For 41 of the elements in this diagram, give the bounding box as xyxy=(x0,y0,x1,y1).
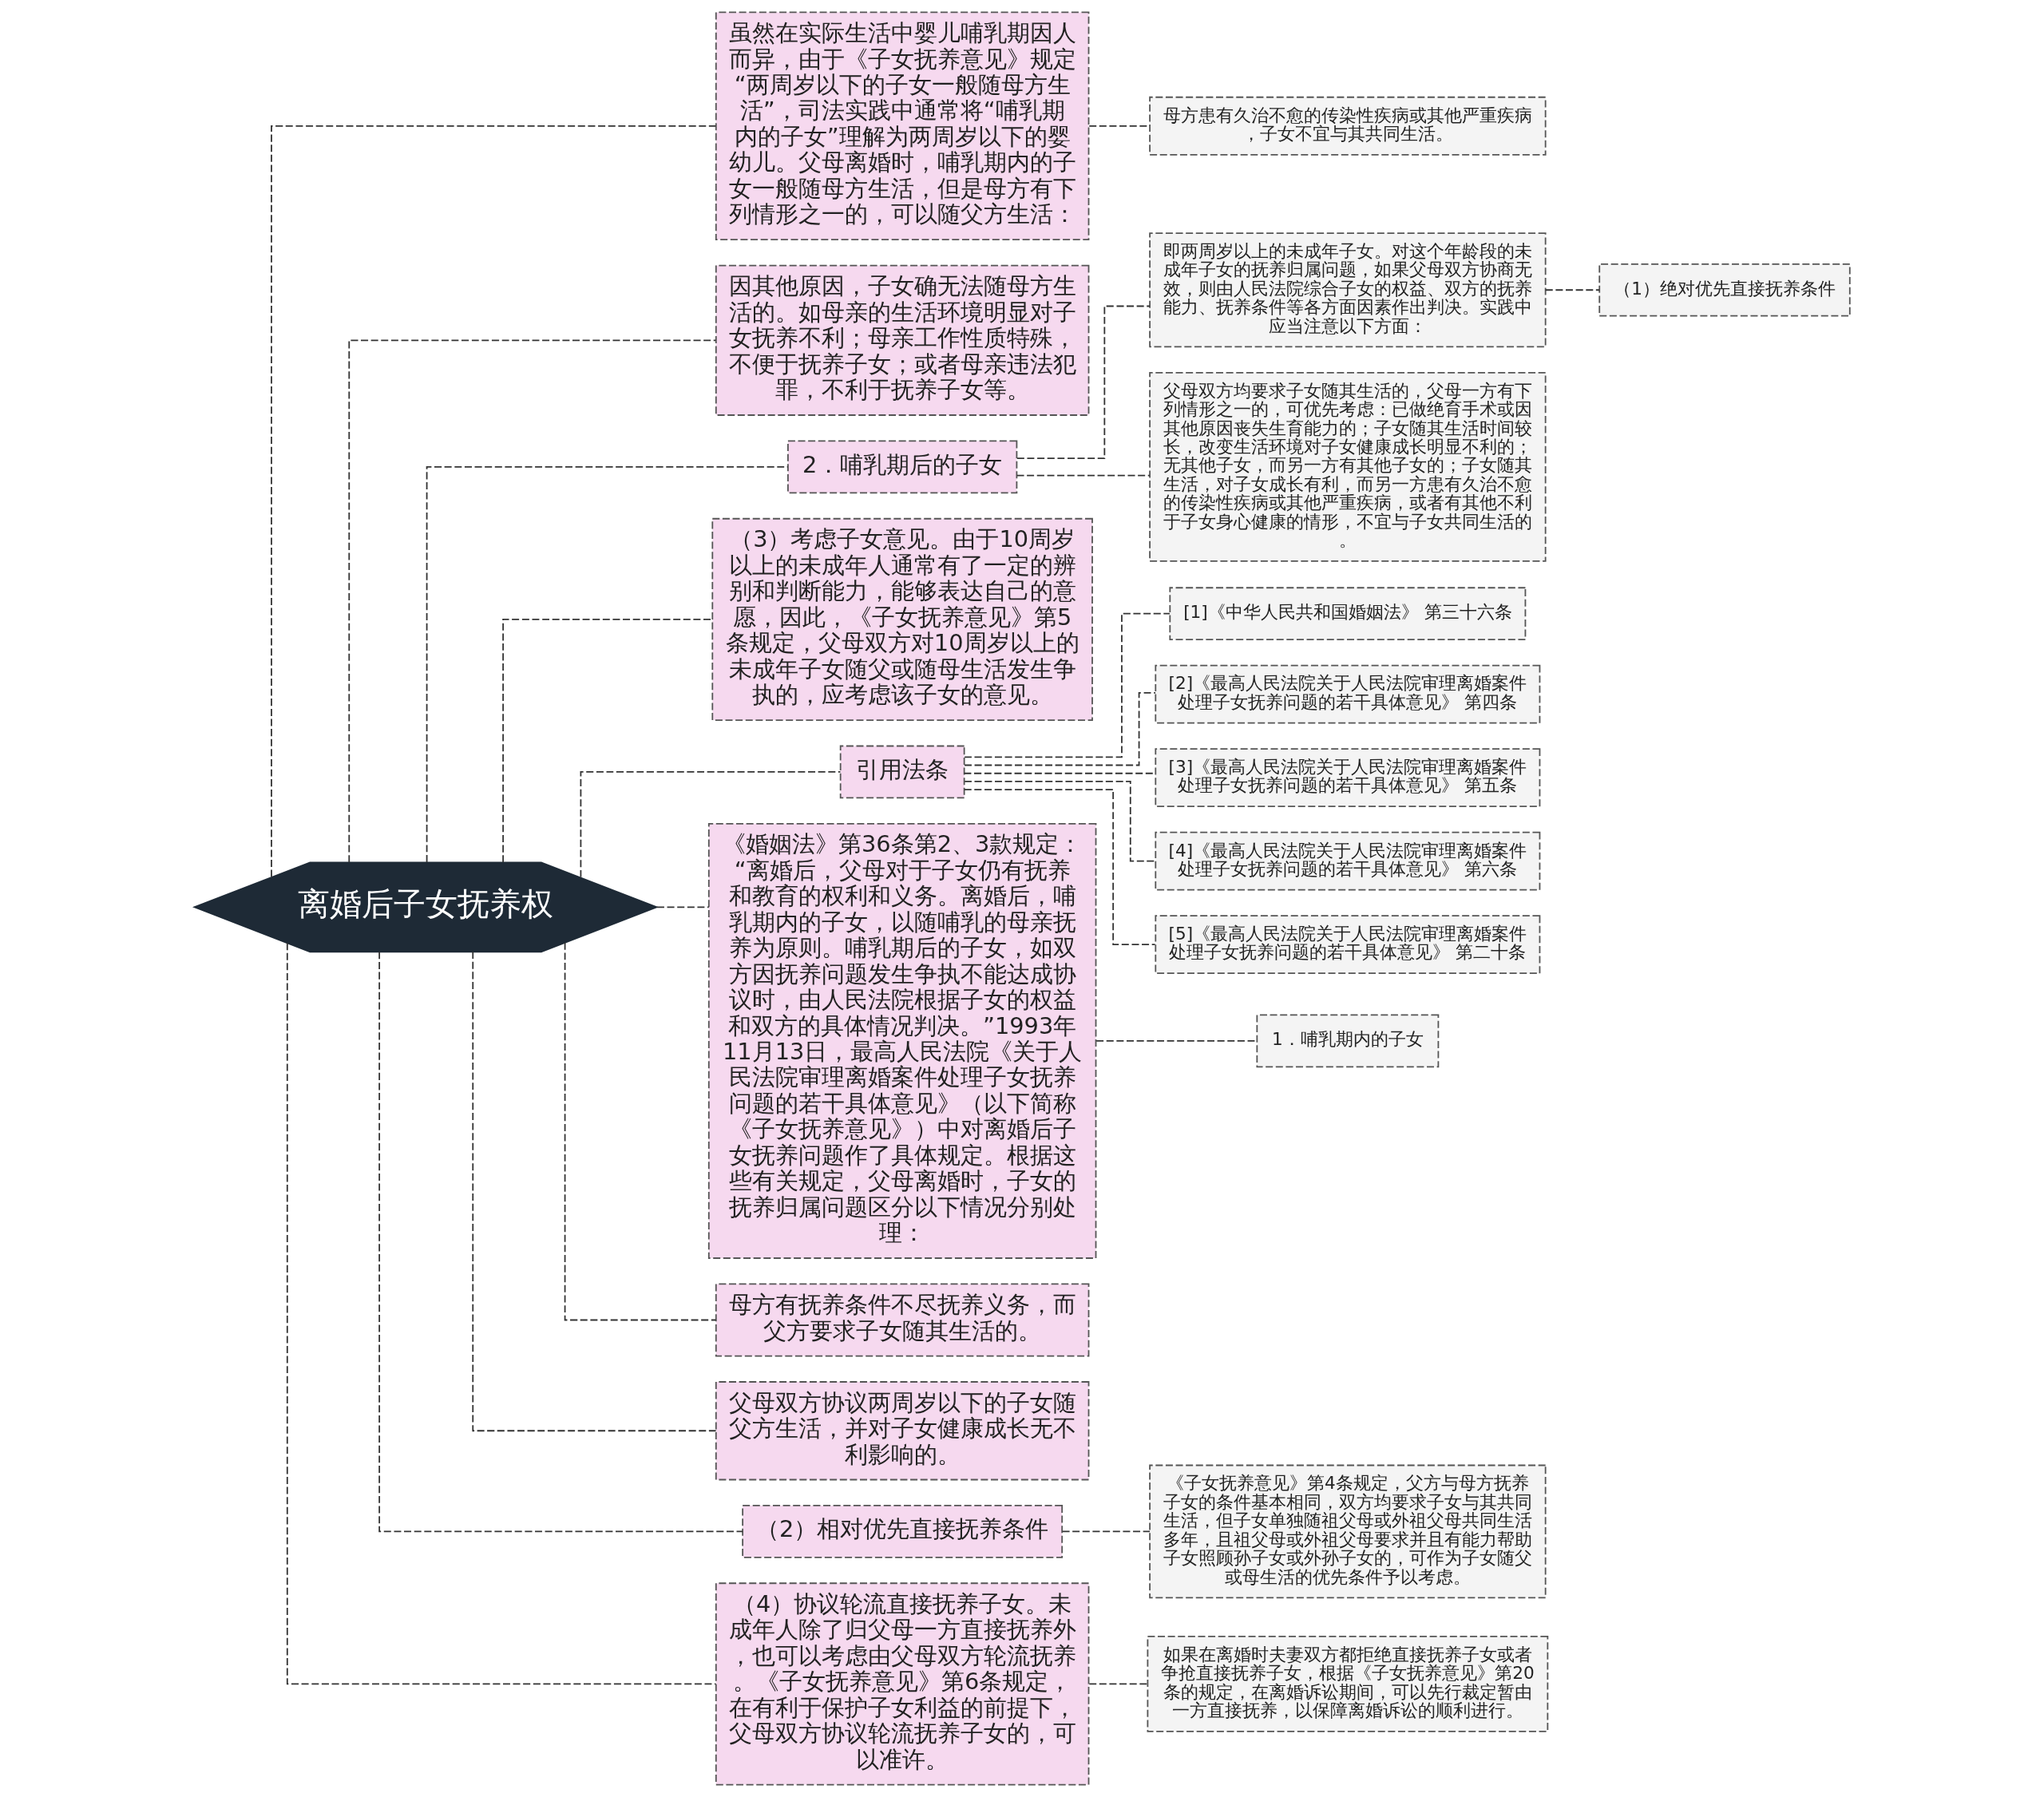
connector xyxy=(472,951,717,1432)
node-box: （4）协议轮流直接抚养子女。未成年人除了归父母一方直接抚养外，也可以考虑由父母双方轮流抚养。《子女抚养意见》第6条规定，在有利于保护子女利益的前提下，父母双方协议轮流抚养子女的，可以准许。 xyxy=(715,1582,1090,1786)
node-box: 引用法条 xyxy=(839,745,965,799)
connector xyxy=(271,125,717,878)
connector xyxy=(964,612,1171,758)
node-box: [2]《最高人民法院关于人民法院审理离婚案件处理子女抚养问题的若干具体意见》 第四条 xyxy=(1155,664,1541,724)
connector xyxy=(502,619,713,863)
connector xyxy=(964,789,1156,946)
connector xyxy=(964,691,1156,766)
connector xyxy=(1544,289,1601,291)
node-box: [4]《最高人民法院关于人民法院审理离婚案件处理子女抚养问题的若干具体意见》 第六条 xyxy=(1155,831,1541,891)
connector xyxy=(964,781,1156,862)
connector xyxy=(1016,474,1151,477)
node-box: 父母双方均要求子女随其生活的，父母一方有下列情形之一的，可优先考虑：已做绝育手术或因其他原因丧失生育能力的；子女随其生活时间较长，改变生活环境对子女健康成长明显不利的；无其他子女，而另一方有其他子女的；子女随其生活，对子女成长有利，而另一方患有久治不愈的传染性疾病或其他严重疾病，或者有其他不利于子女身心健康的情形，不宜与子女共同生活的。 xyxy=(1149,371,1547,562)
node-box: 父母双方协议两周岁以下的子女随父方生活，并对子女健康成长无不利影响的。 xyxy=(715,1381,1090,1481)
node-box: 虽然在实际生活中婴儿哺乳期因人而异，由于《子女抚养意见》规定“两周岁以下的子女一般随母方生活”，司法实践中通常将“哺乳期内的子女”理解为两周岁以下的婴幼儿。父母离婚时，哺乳期内的子女一般随母方生活，但是母方有下列情形之一的，可以随父方生活： xyxy=(715,11,1090,241)
connector xyxy=(378,951,743,1533)
node-box: 母方有抚养条件不尽抚养义务，而父方要求子女随其生活的。 xyxy=(715,1283,1090,1357)
connector xyxy=(426,466,789,863)
node-box: 2．哺乳期后的子女 xyxy=(787,440,1018,494)
node-box: （3）考虑子女意见。由于10周岁以上的未成年人通常有了一定的辨别和判断能力，能够表达自己的意愿，因此，《子女抚养意见》第5条规定，父母双方对10周岁以上的未成年子女随父或随母生活发生争执的，应考虑该子女的意见。 xyxy=(711,517,1093,721)
node-box: [3]《最高人民法院关于人民法院审理离婚案件处理子女抚养问题的若干具体意见》 第五条 xyxy=(1155,748,1541,808)
node-box: 因其他原因，子女确无法随母方生活的。如母亲的生活环境明显对子女抚养不利；母亲工作性质特殊，不便于抚养子女；或者母亲违法犯罪，不利于抚养子女等。 xyxy=(715,264,1090,416)
connector xyxy=(564,941,717,1321)
node-box: （1）绝对优先直接抚养条件 xyxy=(1598,263,1851,317)
node-box: 如果在离婚时夫妻双方都拒绝直接抚养子女或者争抢直接抚养子女，根据《子女抚养意见》第20条的规定，在离婚诉讼期间，可以先行裁定暂由一方直接抚养，以保障离婚诉讼的顺利进行。 xyxy=(1147,1636,1549,1732)
node-box: （2）相对优先直接抚养条件 xyxy=(742,1505,1064,1558)
connector xyxy=(656,906,710,908)
connector xyxy=(1016,305,1151,459)
node-box: 《婚姻法》第36条第2、3款规定：“离婚后，父母对于子女仍有抚养和教育的权利和义务。离婚后，哺乳期内的子女，以随哺乳的母亲抚养为原则。哺乳期后的子女，如双方因抚养问题发生争执不能达成协议时，由人民法院根据子女的权益和双方的具体情况判决。”1993年11月13日，最高人民法院《关于人民法院审理离婚案件处理子女抚养问题的若干具体意见》（以下简称《子女抚养意见》）中对离婚后子女抚养问题作了具体规定。根据这些有关规定，父母离婚时，子女的抚养归属问题区分以下情况分别处理： xyxy=(707,822,1097,1259)
node-box: [5]《最高人民法院关于人民法院审理离婚案件处理子女抚养问题的若干具体意见》 第二十条 xyxy=(1155,915,1541,975)
connector xyxy=(348,339,717,863)
node-box: 母方患有久治不愈的传染性疾病或其他严重疾病，子女不宜与其共同生活。 xyxy=(1149,96,1547,156)
node-box: 即两周岁以上的未成年子女。对这个年龄段的未成年子女的抚养归属问题，如果父母双方协商无效，则由人民法院综合子女的权益、双方的抚养能力、抚养条件等各方面因素作出判决。实践中应当注意以下方面： xyxy=(1149,232,1547,348)
connector xyxy=(580,771,842,878)
connector xyxy=(286,942,717,1685)
node-box: 《子女抚养意见》第4条规定，父方与母方抚养子女的条件基本相同，双方均要求子女与其共同生活，但子女单独随祖父母或外祖父母共同生活多年，且祖父母或外祖父母要求并且有能力帮助子女照顾孙子女或外孙子女的，可作为子女随父或母生活的优先条件予以考虑。 xyxy=(1149,1464,1547,1599)
node-box: [1]《中华人民共和国婚姻法》 第三十六条 xyxy=(1169,587,1527,641)
connector xyxy=(1088,1683,1149,1685)
connector xyxy=(1061,1530,1151,1533)
node-box: 1．哺乳期内的子女 xyxy=(1256,1014,1440,1068)
